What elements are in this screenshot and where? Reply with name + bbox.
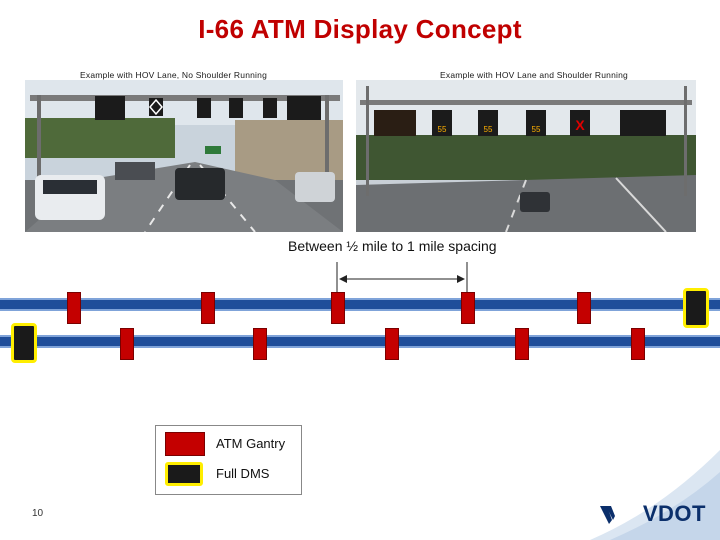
atm-gantry (201, 292, 215, 324)
lane-closed-x: X (575, 117, 585, 133)
atm-gantry (67, 292, 81, 324)
atm-gantry (120, 328, 134, 360)
spacing-label: Between ½ mile to 1 mile spacing (288, 238, 497, 254)
vdot-logo-mark (600, 506, 615, 524)
atm-gantry (385, 328, 399, 360)
atm-gantry (331, 292, 345, 324)
spacing-arrow (336, 262, 468, 296)
atm-gantry (631, 328, 645, 360)
page-number: 10 (32, 508, 44, 519)
atm-gantry (515, 328, 529, 360)
full-dms (11, 323, 37, 363)
legend-dms-label: Full DMS (216, 466, 270, 481)
right-speed-sign-2: 55 (484, 125, 493, 134)
right-speed-sign-3: 55 (532, 125, 541, 134)
legend-gantry-label: ATM Gantry (216, 436, 286, 451)
atm-gantry (577, 292, 591, 324)
vdot-logo: VDOT (642, 501, 706, 526)
atm-gantry (253, 328, 267, 360)
right-photo-caption: Example with HOV Lane and Shoulder Runni… (440, 70, 628, 80)
atm-gantry (461, 292, 475, 324)
left-highway-photo (25, 80, 343, 232)
road-lower (0, 335, 720, 348)
right-highway-photo: 55 55 55 X (356, 80, 696, 232)
slide-title: I-66 ATM Display Concept (198, 14, 522, 44)
right-speed-sign-1: 55 (438, 125, 447, 134)
left-photo-caption: Example with HOV Lane, No Shoulder Runni… (80, 70, 267, 80)
legend-gantry-swatch (165, 432, 205, 456)
full-dms (683, 288, 709, 328)
road-upper (0, 298, 720, 311)
legend-dms-swatch (165, 462, 203, 486)
corner-swoosh (590, 450, 720, 540)
